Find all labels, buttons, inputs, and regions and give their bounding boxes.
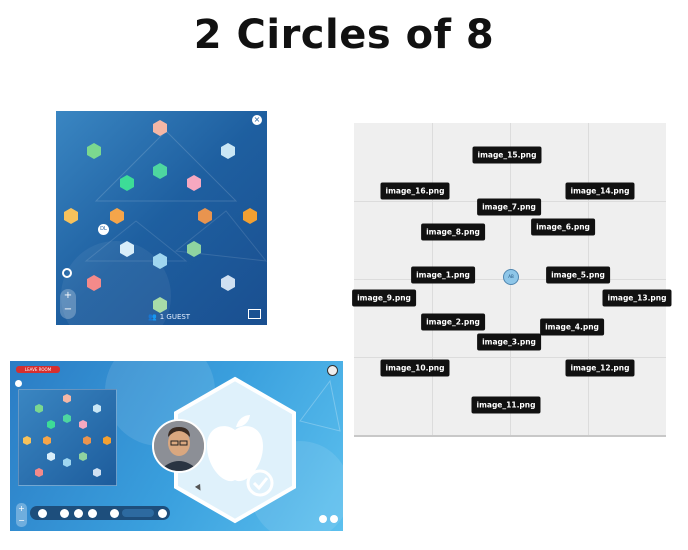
guest-count-label: 1 GUEST	[159, 313, 191, 321]
image-label[interactable]: image_16.png	[380, 182, 450, 200]
hexagon-icon[interactable]	[87, 143, 101, 159]
people-icon: 👥	[148, 313, 157, 321]
hexagon-icon[interactable]	[64, 208, 78, 224]
image-label[interactable]: image_2.png	[421, 313, 485, 331]
hexagon-icon[interactable]	[153, 297, 167, 313]
video-panel: LEAVE ROOM	[10, 361, 343, 531]
image-label[interactable]: image_4.png	[540, 318, 604, 336]
camera-icon[interactable]	[60, 508, 69, 518]
zoom-control[interactable]: + −	[16, 503, 27, 527]
hexagon-icon[interactable]	[153, 253, 167, 269]
image-label[interactable]: image_9.png	[352, 289, 416, 307]
avatar[interactable]: DL	[98, 224, 109, 235]
hexagon-icon[interactable]	[87, 275, 101, 291]
hexagon-icon[interactable]	[110, 208, 124, 224]
hexagon-icon[interactable]	[187, 241, 201, 257]
media-toolbar	[30, 506, 170, 520]
participant-video[interactable]	[152, 419, 206, 473]
leave-room-button[interactable]: LEAVE ROOM	[16, 366, 60, 373]
center-avatar[interactable]: AB	[503, 269, 519, 285]
image-label[interactable]: image_14.png	[565, 182, 635, 200]
hexagon-icon[interactable]	[221, 275, 235, 291]
image-label[interactable]: image_1.png	[411, 266, 475, 284]
hexagon-icon[interactable]	[198, 208, 212, 224]
close-icon[interactable]: ×	[252, 115, 262, 125]
zoom-control[interactable]: + −	[60, 289, 76, 319]
apple-hexagon-icon	[174, 376, 296, 524]
info-icon[interactable]	[15, 380, 22, 387]
microphone-icon[interactable]	[74, 508, 83, 518]
image-label[interactable]: image_15.png	[472, 146, 542, 164]
minimap[interactable]	[18, 389, 117, 486]
hexagon-icon[interactable]	[120, 241, 134, 257]
image-label[interactable]: image_13.png	[602, 289, 672, 307]
image-label[interactable]: image_7.png	[477, 198, 541, 216]
page-title: 2 Circles of 8	[193, 12, 495, 58]
image-label[interactable]: image_5.png	[546, 266, 610, 284]
image-label[interactable]: image_12.png	[565, 359, 635, 377]
hexagon-icon[interactable]	[153, 120, 167, 136]
fullscreen-icon[interactable]	[248, 309, 261, 319]
image-label[interactable]: image_3.png	[477, 333, 541, 351]
chat-input[interactable]	[122, 509, 154, 517]
image-label[interactable]: image_11.png	[471, 396, 541, 414]
user-avatar-icon[interactable]	[327, 365, 338, 376]
chat-icon[interactable]	[110, 508, 119, 518]
person-video-icon	[154, 421, 204, 471]
hexagon-icon[interactable]	[153, 163, 167, 179]
image-label[interactable]: image_10.png	[380, 359, 450, 377]
hexagon-icon[interactable]	[187, 175, 201, 191]
image-label[interactable]: image_8.png	[421, 223, 485, 241]
target-icon[interactable]	[62, 268, 72, 278]
layout-panel: AB image_15.png image_16.png image_14.pn…	[352, 123, 672, 437]
zoom-in-icon[interactable]: +	[18, 504, 25, 513]
screen-share-icon[interactable]	[88, 508, 97, 518]
more-options-icon[interactable]	[330, 515, 338, 523]
room-background-lines	[61, 130, 267, 325]
send-icon[interactable]	[158, 508, 167, 518]
room-panel: × DL + − 👥 1 GUEST	[56, 111, 267, 325]
grid-view-icon[interactable]	[319, 515, 327, 523]
minimap-hexagons	[23, 394, 111, 477]
zoom-out-icon[interactable]: −	[18, 516, 25, 525]
image-label[interactable]: image_6.png	[531, 218, 595, 236]
grid-line	[354, 357, 666, 358]
settings-icon[interactable]	[38, 508, 47, 518]
zoom-out-icon[interactable]: −	[63, 304, 73, 315]
hexagon-icon[interactable]	[243, 208, 257, 224]
zoom-in-icon[interactable]: +	[63, 290, 73, 301]
guest-counter: 👥 1 GUEST	[148, 313, 190, 321]
hexagon-icon[interactable]	[221, 143, 235, 159]
heart-icon[interactable]	[120, 175, 134, 191]
